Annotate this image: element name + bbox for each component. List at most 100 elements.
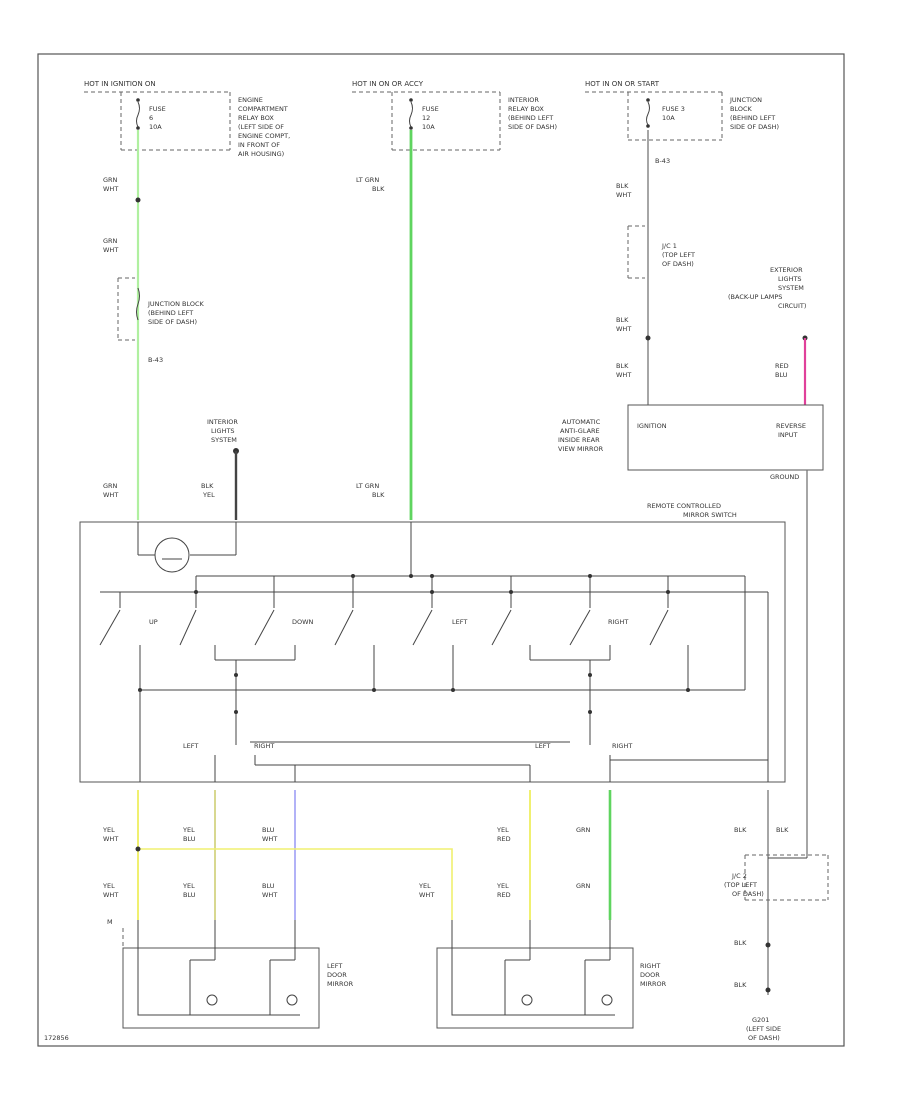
yel-red-2-b: RED bbox=[497, 891, 511, 899]
yel-wht-3-a: YEL bbox=[418, 882, 431, 890]
start-conn-code: B-43 bbox=[655, 157, 670, 165]
yel-blu-1-b: BLU bbox=[183, 835, 196, 843]
blk-wht-2-b: WHT bbox=[616, 325, 631, 333]
yel-blu-2-a: YEL bbox=[182, 882, 195, 890]
blk-2: BLK bbox=[776, 826, 789, 834]
jb-code: B-43 bbox=[148, 356, 163, 364]
jc1-loc-0: (TOP LEFT bbox=[662, 251, 695, 259]
yel-wht-1-b: WHT bbox=[103, 835, 118, 843]
ext-lights-3: (BACK-UP LAMPS bbox=[728, 293, 782, 301]
yel-wht-2-a: YEL bbox=[102, 882, 115, 890]
start-loc-2: (BEHIND LEFT bbox=[730, 114, 775, 122]
gnd-point-0: G201 bbox=[752, 1016, 769, 1024]
ign-fuse-num: 6 bbox=[149, 114, 153, 122]
mirror-ground: GROUND bbox=[770, 473, 799, 481]
grn-1: GRN bbox=[576, 826, 591, 834]
sel-right-1: RIGHT bbox=[254, 742, 274, 750]
yel-red-2-a: YEL bbox=[496, 882, 509, 890]
start-loc-0: JUNCTION bbox=[729, 96, 762, 104]
mirror-switch: REMOTE CONTROLLED MIRROR SWITCH bbox=[79, 502, 786, 783]
ign-loc-5: IN FRONT OF bbox=[238, 141, 280, 149]
mirror-reverse-1: INPUT bbox=[778, 431, 797, 439]
jc2-loc-1: OF DASH) bbox=[732, 890, 764, 898]
switch-up: UP bbox=[149, 618, 158, 626]
yel-wht-3-b: WHT bbox=[419, 891, 434, 899]
power-start: HOT IN ON OR START FUSE 3 10A JUNCTION B… bbox=[585, 80, 779, 165]
blu-wht-1-b: WHT bbox=[262, 835, 277, 843]
blu-wht-1-a: BLU bbox=[262, 826, 275, 834]
blk-4: BLK bbox=[734, 981, 747, 989]
yel-wht-2-b: WHT bbox=[103, 891, 118, 899]
left-mirror-2: MIRROR bbox=[327, 980, 354, 988]
start-fuse-text: FUSE 3 bbox=[662, 105, 685, 113]
grn-wht-3-a: GRN bbox=[103, 482, 118, 490]
yel-blu-2-b: BLU bbox=[183, 891, 196, 899]
acc-fuse-amps: 10A bbox=[422, 123, 435, 131]
grn-wht-2-a: GRN bbox=[103, 237, 118, 245]
lm-m-1: M bbox=[107, 918, 113, 926]
jc2-label: J/C 2 bbox=[731, 872, 747, 880]
acc-fuse-text: FUSE bbox=[422, 105, 439, 113]
ign-fuse-text: FUSE bbox=[149, 105, 166, 113]
grn-wht-3-b: WHT bbox=[103, 491, 118, 499]
start-loc-3: SIDE OF DASH) bbox=[730, 123, 779, 131]
ext-lights-0: EXTERIOR bbox=[770, 266, 803, 274]
blk-wht-1-b: WHT bbox=[616, 191, 631, 199]
int-lights-2: SYSTEM bbox=[211, 436, 237, 444]
switch-contacts bbox=[99, 576, 745, 745]
int-lights-0: INTERIOR bbox=[207, 418, 238, 426]
sel-left-2: LEFT bbox=[535, 742, 550, 750]
yel-wht-1-a: YEL bbox=[102, 826, 115, 834]
left-mirror-1: DOOR bbox=[327, 971, 347, 979]
int-lights-1: LIGHTS bbox=[211, 427, 235, 435]
acc-label: HOT IN ON OR ACCY bbox=[352, 80, 424, 88]
blu-wht-2-a: BLU bbox=[262, 882, 275, 890]
grn-wht-1-a: GRN bbox=[103, 176, 118, 184]
yel-red-1-b: RED bbox=[497, 835, 511, 843]
acc-loc-2: (BEHIND LEFT bbox=[508, 114, 553, 122]
jc1-loc-1: OF DASH) bbox=[662, 260, 694, 268]
red-blu-b: BLU bbox=[775, 371, 788, 379]
ign-loc-0: ENGINE bbox=[238, 96, 263, 104]
blk-wht-1-a: BLK bbox=[616, 182, 629, 190]
sel-right-2: RIGHT bbox=[612, 742, 632, 750]
switch-title-0: REMOTE CONTROLLED bbox=[647, 502, 721, 510]
blk-yel-b: YEL bbox=[202, 491, 215, 499]
ext-lights-1: LIGHTS bbox=[778, 275, 802, 283]
red-blu-a: RED bbox=[775, 362, 789, 370]
ign-loc-6: AIR HOUSING) bbox=[238, 150, 284, 158]
ign-loc-2: RELAY BOX bbox=[238, 114, 274, 122]
start-fuse-amps: 10A bbox=[662, 114, 675, 122]
gnd-point-1: (LEFT SIDE bbox=[746, 1025, 781, 1033]
left-mirror-0: LEFT bbox=[327, 962, 342, 970]
acc-loc-0: INTERIOR bbox=[508, 96, 539, 104]
mirror-ignition: IGNITION bbox=[637, 422, 667, 430]
ltgrn-2-a: LT GRN bbox=[356, 482, 379, 490]
acc-fuse-num: 12 bbox=[422, 114, 430, 122]
diagram-frame bbox=[37, 53, 845, 1047]
left-door-mirror: M LEFT DOOR MIRROR bbox=[107, 918, 354, 1029]
yel-red-1-a: YEL bbox=[496, 826, 509, 834]
jc1-label: J/C 1 bbox=[661, 242, 677, 250]
ltgrn-1-b: BLK bbox=[372, 185, 385, 193]
ext-lights-4: CIRCUIT) bbox=[778, 302, 806, 310]
switch-down: DOWN bbox=[292, 618, 314, 626]
blk-3: BLK bbox=[734, 939, 747, 947]
power-ign-on: HOT IN IGNITION ON FUSE 6 10A ENGINE COM… bbox=[84, 80, 290, 158]
mirror-label-0: AUTOMATIC bbox=[562, 418, 601, 426]
jb-label: JUNCTION BLOCK bbox=[147, 300, 205, 308]
figure-number: 172856 bbox=[44, 1034, 69, 1042]
grn-2: GRN bbox=[576, 882, 591, 890]
mirror-reverse-0: REVERSE bbox=[776, 422, 806, 430]
ign-loc-1: COMPARTMENT bbox=[238, 105, 288, 113]
ltgrn-2-b: BLK bbox=[372, 491, 385, 499]
wire-yel-wht-cross bbox=[138, 848, 453, 920]
switch-title-1: MIRROR SWITCH bbox=[683, 511, 737, 519]
power-acc: HOT IN ON OR ACCY FUSE 12 10A INTERIOR R… bbox=[352, 80, 557, 151]
blu-wht-2-b: WHT bbox=[262, 891, 277, 899]
right-mirror-0: RIGHT bbox=[640, 962, 660, 970]
switch-left: LEFT bbox=[452, 618, 467, 626]
grn-wht-1-b: WHT bbox=[103, 185, 118, 193]
inside-mirror: AUTOMATIC ANTI-GLARE INSIDE REAR VIEW MI… bbox=[558, 404, 824, 481]
